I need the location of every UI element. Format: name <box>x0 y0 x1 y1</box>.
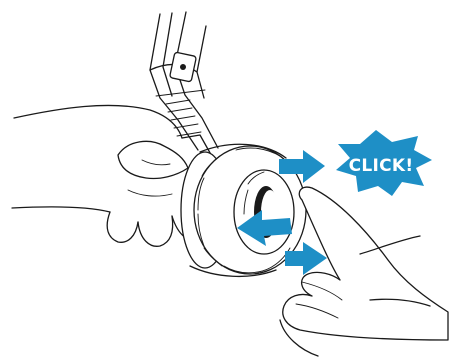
click-callout: CLICK! <box>336 130 432 196</box>
right-hand <box>279 186 449 357</box>
headband <box>149 11 219 161</box>
click-label: CLICK! <box>349 156 414 176</box>
press-arrow-icon-middle <box>237 210 292 246</box>
starburst-shape <box>336 130 432 196</box>
press-arrow-icon-bottom <box>285 242 327 275</box>
press-arrow-icon-top <box>279 150 325 183</box>
left-hand <box>11 104 201 247</box>
ear-cushion <box>193 145 307 275</box>
